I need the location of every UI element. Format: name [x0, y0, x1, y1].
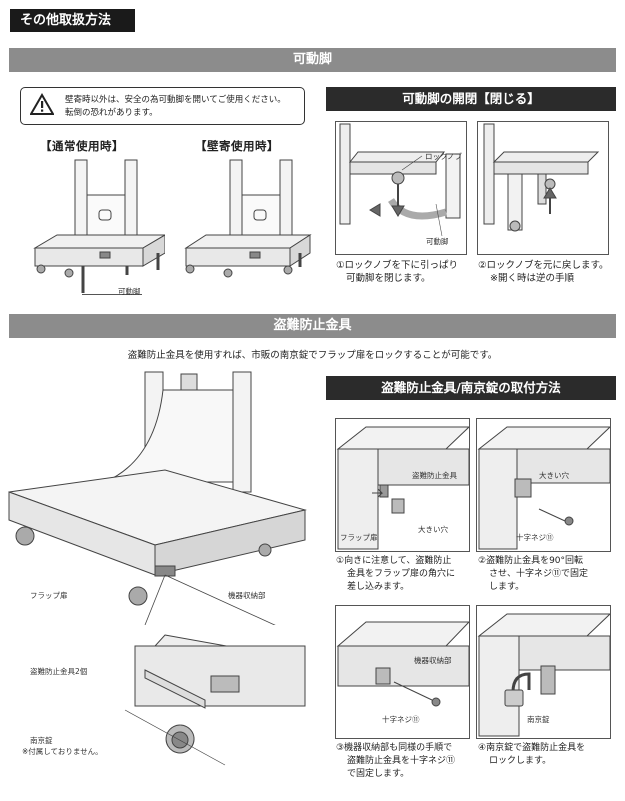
p2-hole-label: 大きい穴 — [539, 471, 569, 480]
method-step1-illustration — [335, 418, 470, 552]
normal-use-label: 【通常使用時】 — [40, 139, 124, 153]
method-step4-illustration — [476, 605, 611, 739]
open-close-title: 可動脚の開閉【閉じる】 — [326, 87, 616, 111]
s4-line-2: ロックします。 — [489, 756, 552, 766]
s2-line-2: させ、十字ネジ⑪で固定 — [489, 569, 589, 579]
s4-line-1: ④南京錠で盗難防止金具を — [478, 743, 586, 753]
method-step4-caption: ④南京錠で盗難防止金具を ロックします。 — [478, 742, 585, 768]
stand-wall-illustration — [184, 159, 312, 278]
movable-leg-bar: 可動脚 — [9, 48, 616, 72]
s1-line-2: 金具をフラップ扉の角穴に — [347, 569, 456, 579]
method-title: 盗難防止金具/南京錠の取付方法 — [326, 376, 616, 400]
p4-padlock-label: 南京錠 — [527, 715, 550, 724]
warning-box — [20, 87, 305, 125]
step1-caption: ①ロックノブを下に引っぱり 可動脚を閉じます。 — [336, 259, 458, 285]
p1-flap-label: フラップ扉 — [340, 533, 378, 542]
antitheft-bar: 盗難防止金具 — [9, 314, 616, 338]
section-title: その他取扱方法 — [10, 9, 135, 32]
leg-close-step2-illustration — [477, 121, 609, 255]
lock-knob-callout: ロックノブ — [425, 152, 463, 161]
p3-screw-label: 十字ネジ⑪ — [382, 715, 420, 724]
s3-line-3: で固定します。 — [347, 769, 410, 779]
step1-line-2: 可動脚を閉じます。 — [346, 273, 431, 284]
bracket-two-label: 盗難防止金具2個 — [30, 667, 88, 676]
flap-door-label: フラップ扉 — [30, 591, 68, 600]
antitheft-stand-illustration — [8, 371, 310, 790]
method-step2-caption: ②盗難防止金具を90°回転 させ、十字ネジ⑪で固定 します。 — [478, 555, 588, 594]
antitheft-description: 盗難防止金具を使用すれば、市販の南京錠でフラップ扉をロックすることが可能です。 — [127, 350, 498, 361]
step1-line-1: ①ロックノブを下に引っぱり — [336, 260, 458, 271]
step2-caption: ②ロックノブを元に戻します。 ※開く時は逆の手順 — [478, 259, 609, 285]
stand-normal-illustration — [33, 159, 165, 293]
leg-callout-2: 可動脚 — [426, 237, 449, 246]
method-step3-caption: ③機器収納部も同様の手順で 盗難防止金具を十字ネジ⑪ で固定します。 — [336, 742, 455, 781]
p2-screw-label: 十字ネジ⑪ — [516, 533, 554, 542]
p3-storage-label: 機器収納部 — [414, 656, 452, 665]
padlock-note: ※付属しておりません。 — [22, 747, 103, 756]
padlock-label: 南京錠 — [30, 736, 53, 745]
method-step2-illustration — [476, 418, 611, 552]
warning-line-1: 壁寄時以外は、安全の為可動脚を開いてご使用ください。 — [65, 95, 286, 105]
s2-line-3: します。 — [489, 582, 525, 592]
s2-line-1: ②盗難防止金具を90°回転 — [478, 556, 584, 566]
leg-callout-line — [82, 294, 142, 295]
step2-line-1: ②ロックノブを元に戻します。 — [478, 260, 609, 271]
warning-line-2: 転倒の恐れがあります。 — [65, 108, 158, 118]
s1-line-3: 差し込みます。 — [347, 582, 410, 592]
s3-line-2: 盗難防止金具を十字ネジ⑪ — [347, 756, 456, 766]
p1-bracket-label: 盗難防止金具 — [412, 471, 457, 480]
warning-icon — [30, 93, 54, 115]
s1-line-1: ①向きに注意して、盗難防止 — [336, 556, 452, 566]
leg-callout: 可動脚 — [118, 287, 141, 296]
method-step3-illustration — [335, 605, 470, 739]
step2-line-2: ※開く時は逆の手順 — [490, 273, 574, 284]
p1-hole-label: 大きい穴 — [418, 525, 448, 534]
leg-close-step1-illustration — [335, 121, 467, 255]
method-step1-caption: ①向きに注意して、盗難防止 金具をフラップ扉の角穴に 差し込みます。 — [336, 555, 455, 594]
warning-text: 壁寄時以外は、安全の為可動脚を開いてご使用ください。 転倒の恐れがあります。 — [65, 94, 286, 120]
storage-label: 機器収納部 — [228, 591, 266, 600]
wall-use-label: 【壁寄使用時】 — [195, 139, 279, 153]
s3-line-1: ③機器収納部も同様の手順で — [336, 743, 453, 753]
